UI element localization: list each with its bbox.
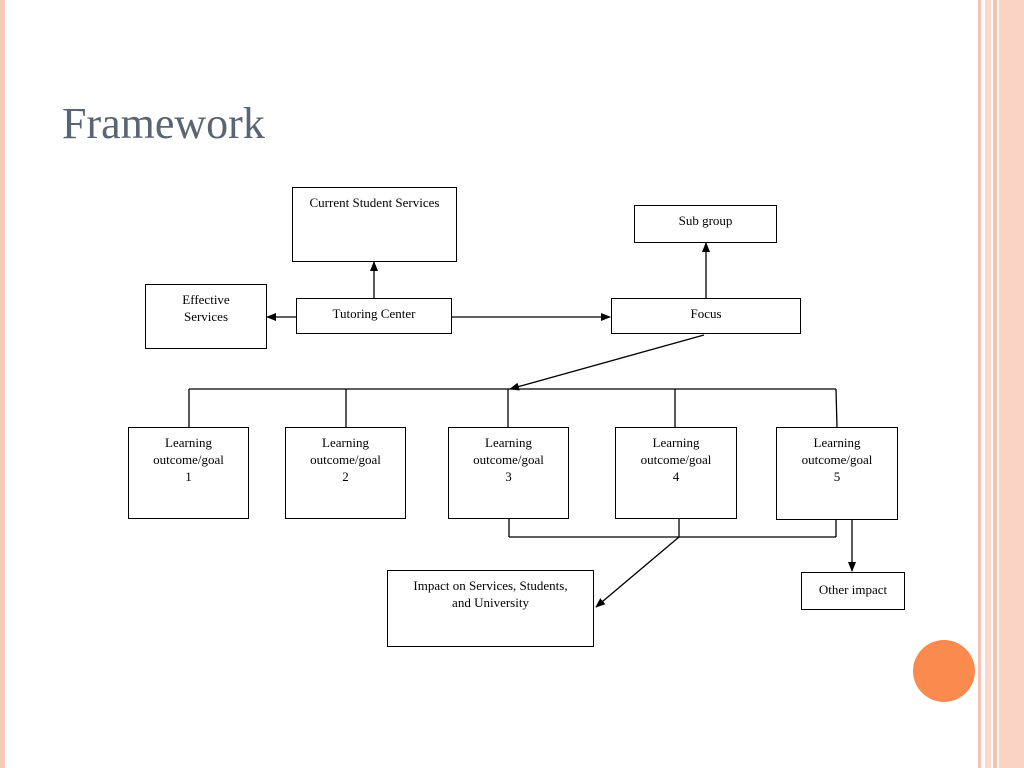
node-effective-services: Effective Services — [145, 284, 267, 349]
slide-title: Framework — [62, 99, 265, 148]
border-stripe — [978, 0, 981, 768]
border-stripe — [985, 0, 991, 768]
node-learning-outcome-4: Learning outcome/goal 4 — [615, 427, 737, 519]
node-label-line: Learning — [165, 435, 212, 450]
node-label: Tutoring Center — [332, 306, 416, 321]
node-label-line: Learning — [322, 435, 369, 450]
node-label-line: 5 — [833, 469, 841, 484]
node-label-line: 4 — [672, 469, 680, 484]
connector-merge-to-impact — [595, 536, 680, 608]
node-impact: Impact on Services, Students, and Univer… — [387, 570, 594, 647]
node-label: Current Student Services — [309, 195, 440, 210]
node-learning-outcome-1: Learning outcome/goal 1 — [128, 427, 249, 519]
node-label-line: Learning — [485, 435, 532, 450]
node-label-line: outcome/goal — [473, 452, 544, 467]
node-label: Focus — [690, 306, 722, 321]
node-learning-outcome-2: Learning outcome/goal 2 — [285, 427, 406, 519]
node-label: Other impact — [818, 582, 888, 597]
node-label: Sub group — [678, 213, 733, 228]
node-label-line: and University — [452, 595, 529, 610]
node-label-line: Learning — [652, 435, 700, 450]
border-stripe — [993, 0, 997, 768]
node-sub-group: Sub group — [634, 205, 777, 243]
connector-focus-to-branch — [509, 334, 705, 391]
border-stripe — [0, 0, 5, 768]
node-learning-outcome-3: Learning outcome/goal 3 — [448, 427, 569, 519]
node-label-line: outcome/goal — [310, 452, 381, 467]
node-label-line: Impact on Services, Students, — [413, 578, 568, 593]
node-label-line: Learning — [813, 435, 861, 450]
node-label-line: outcome/goal — [640, 452, 712, 467]
border-stripe — [999, 0, 1024, 768]
node-other-impact: Other impact — [801, 572, 905, 610]
node-label-line: 2 — [342, 469, 349, 484]
node-tutoring-center: Tutoring Center — [296, 298, 452, 334]
accent-circle — [913, 640, 975, 702]
node-current-student-services: Current Student Services — [292, 187, 457, 262]
node-label-line: 3 — [505, 469, 512, 484]
node-learning-outcome-5: Learning outcome/goal 5 — [776, 427, 898, 520]
node-label-line: Effective — [182, 292, 230, 307]
node-label-line: 1 — [185, 469, 192, 484]
node-label-line: Services — [183, 309, 229, 324]
node-label-line: outcome/goal — [801, 452, 873, 467]
branch-drop-5 — [835, 388, 838, 428]
node-focus: Focus — [611, 298, 801, 334]
node-label-line: outcome/goal — [153, 452, 224, 467]
